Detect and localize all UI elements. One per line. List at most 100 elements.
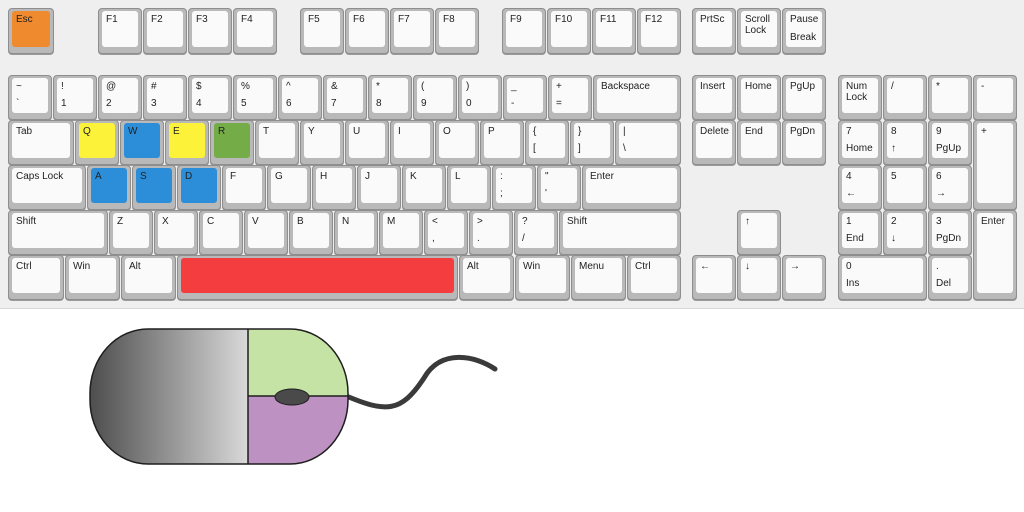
mouse-scroll-wheel[interactable]	[274, 388, 310, 406]
key-w[interactable]: W	[120, 120, 164, 165]
key-menu[interactable]: Menu	[571, 255, 626, 300]
key-5[interactable]: %5	[233, 75, 277, 120]
key-f[interactable]: F	[222, 165, 266, 210]
key-win-left[interactable]: Win	[65, 255, 120, 300]
key-f12[interactable]: F12	[637, 8, 681, 54]
key-win-right[interactable]: Win	[515, 255, 570, 300]
key-7[interactable]: &7	[323, 75, 367, 120]
key-9[interactable]: (9	[413, 75, 457, 120]
key-numpad-plus[interactable]: +	[973, 120, 1017, 210]
key-8[interactable]: *8	[368, 75, 412, 120]
key-lbracket[interactable]: {[	[525, 120, 569, 165]
key-numpad-dot[interactable]: .Del	[928, 255, 972, 300]
key-numpad-enter[interactable]: Enter	[973, 210, 1017, 300]
key-f4[interactable]: F4	[233, 8, 277, 54]
key-r[interactable]: R	[210, 120, 254, 165]
key-y[interactable]: Y	[300, 120, 344, 165]
key-f1[interactable]: F1	[98, 8, 142, 54]
key-f11[interactable]: F11	[592, 8, 636, 54]
key-f2[interactable]: F2	[143, 8, 187, 54]
key-n[interactable]: N	[334, 210, 378, 255]
key-tab[interactable]: Tab	[8, 120, 74, 165]
key-period[interactable]: >.	[469, 210, 513, 255]
key-insert[interactable]: Insert	[692, 75, 736, 120]
key-e[interactable]: E	[165, 120, 209, 165]
key-t[interactable]: T	[255, 120, 299, 165]
key-b[interactable]: B	[289, 210, 333, 255]
key-pgup[interactable]: PgUp	[782, 75, 826, 120]
key-delete[interactable]: Delete	[692, 120, 736, 165]
key-numpad-minus[interactable]: -	[973, 75, 1017, 120]
mouse-right-button[interactable]	[248, 396, 358, 478]
key-k[interactable]: K	[402, 165, 446, 210]
key-tilde[interactable]: ~`	[8, 75, 52, 120]
key-semicolon[interactable]: :;	[492, 165, 536, 210]
key-backspace[interactable]: Backspace	[593, 75, 681, 120]
key-arrow-right[interactable]: →	[782, 255, 826, 300]
key-h[interactable]: H	[312, 165, 356, 210]
key-arrow-left[interactable]: ←	[692, 255, 736, 300]
key-1[interactable]: !1	[53, 75, 97, 120]
key-home[interactable]: Home	[737, 75, 781, 120]
key-numpad-8[interactable]: 8↑	[883, 120, 927, 165]
key-equal[interactable]: +=	[548, 75, 592, 120]
key-v[interactable]: V	[244, 210, 288, 255]
key-j[interactable]: J	[357, 165, 401, 210]
key-quote[interactable]: "'	[537, 165, 581, 210]
key-numpad-slash[interactable]: /	[883, 75, 927, 120]
key-2[interactable]: @2	[98, 75, 142, 120]
key-esc[interactable]: Esc	[8, 8, 54, 54]
key-4[interactable]: $4	[188, 75, 232, 120]
key-arrow-down[interactable]: ↓	[737, 255, 781, 300]
key-slash[interactable]: ?/	[514, 210, 558, 255]
key-capslock[interactable]: Caps Lock	[8, 165, 86, 210]
key-g[interactable]: G	[267, 165, 311, 210]
key-m[interactable]: M	[379, 210, 423, 255]
key-l[interactable]: L	[447, 165, 491, 210]
key-shift-right[interactable]: Shift	[559, 210, 681, 255]
key-f8[interactable]: F8	[435, 8, 479, 54]
key-numlock[interactable]: Num Lock	[838, 75, 882, 120]
key-f10[interactable]: F10	[547, 8, 591, 54]
key-shift-left[interactable]: Shift	[8, 210, 108, 255]
key-c[interactable]: C	[199, 210, 243, 255]
key-alt-left[interactable]: Alt	[121, 255, 176, 300]
key-i[interactable]: I	[390, 120, 434, 165]
key-backslash[interactable]: |\	[615, 120, 681, 165]
key-u[interactable]: U	[345, 120, 389, 165]
key-minus[interactable]: _-	[503, 75, 547, 120]
key-ctrl-left[interactable]: Ctrl	[8, 255, 64, 300]
key-x[interactable]: X	[154, 210, 198, 255]
key-z[interactable]: Z	[109, 210, 153, 255]
key-numpad-4[interactable]: 4←	[838, 165, 882, 210]
key-o[interactable]: O	[435, 120, 479, 165]
key-f9[interactable]: F9	[502, 8, 546, 54]
key-f7[interactable]: F7	[390, 8, 434, 54]
key-numpad-6[interactable]: 6→	[928, 165, 972, 210]
key-numpad-star[interactable]: *	[928, 75, 972, 120]
key-6[interactable]: ^6	[278, 75, 322, 120]
key-f5[interactable]: F5	[300, 8, 344, 54]
key-alt-right[interactable]: Alt	[459, 255, 514, 300]
key-0[interactable]: )0	[458, 75, 502, 120]
key-f3[interactable]: F3	[188, 8, 232, 54]
key-f6[interactable]: F6	[345, 8, 389, 54]
key-p[interactable]: P	[480, 120, 524, 165]
key-numpad-5[interactable]: 5	[883, 165, 927, 210]
key-comma[interactable]: <,	[424, 210, 468, 255]
key-d[interactable]: D	[177, 165, 221, 210]
key-scroll-lock[interactable]: Scroll Lock	[737, 8, 781, 54]
key-s[interactable]: S	[132, 165, 176, 210]
key-3[interactable]: #3	[143, 75, 187, 120]
key-a[interactable]: A	[87, 165, 131, 210]
key-enter[interactable]: Enter	[582, 165, 681, 210]
key-end[interactable]: End	[737, 120, 781, 165]
key-rbracket[interactable]: }]	[570, 120, 614, 165]
key-q[interactable]: Q	[75, 120, 119, 165]
